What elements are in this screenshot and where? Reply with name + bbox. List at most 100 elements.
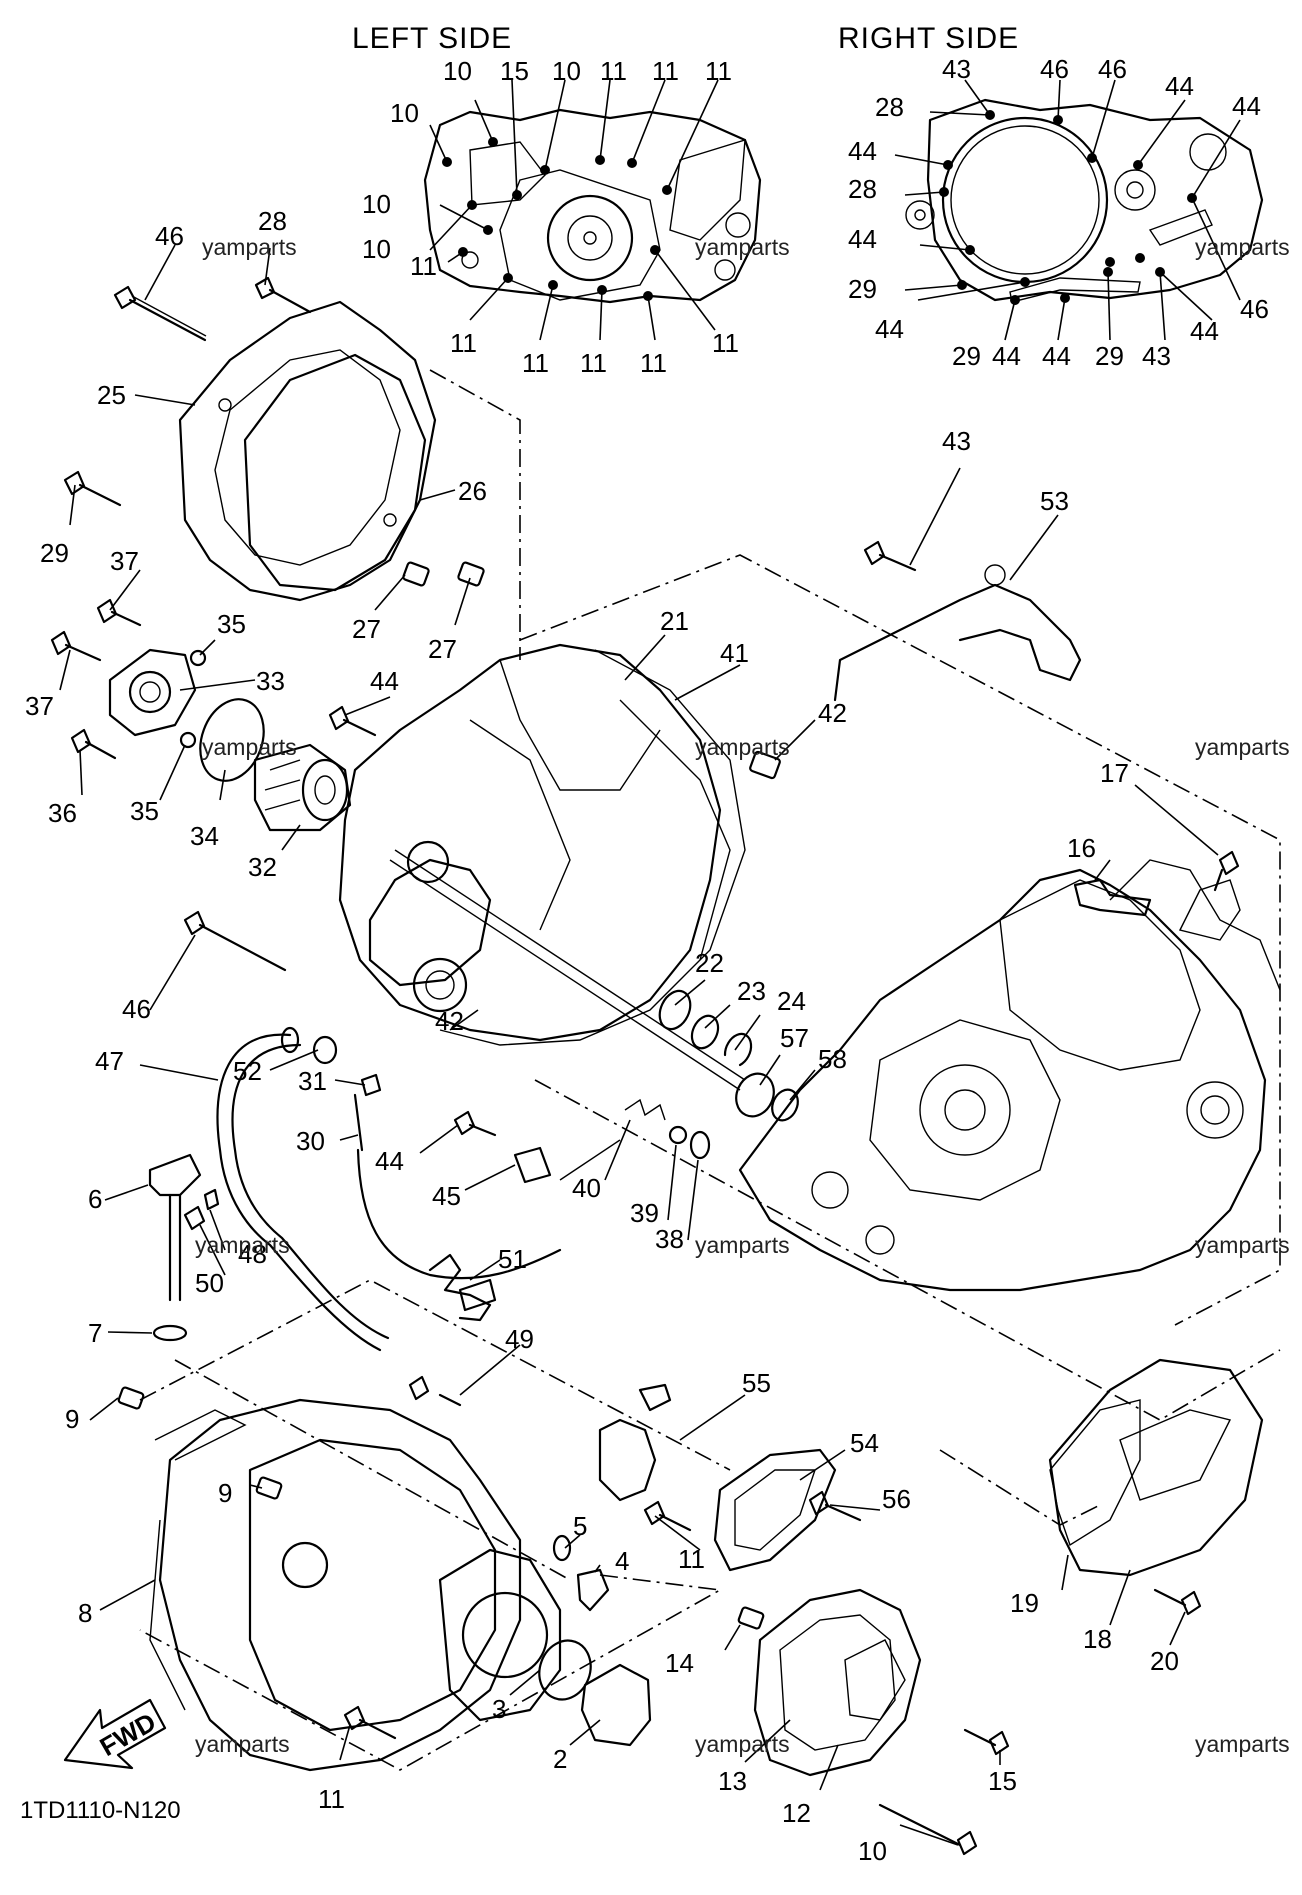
part-label: 35 [217,609,246,639]
watermark-text: yamparts [695,234,790,260]
callout: 11 [712,328,739,358]
callout: 29 [1095,341,1124,371]
fwd-arrow-icon: FWD [63,1698,167,1770]
callout: 10 [362,189,391,219]
right-side-heading: RIGHT SIDE [838,22,1019,55]
part-label: 56 [882,1484,911,1514]
part-label: 3 [492,1694,506,1724]
part-label: 6 [88,1184,102,1214]
watermark-text: yamparts [695,734,790,760]
callout: 11 [410,251,437,281]
callout: 29 [848,274,877,304]
part-label: 49 [505,1324,534,1354]
part-label: 55 [742,1368,771,1398]
right-side-inset: 43 46 46 44 44 28 44 28 44 29 44 29 44 4… [848,54,1269,371]
part-label: 51 [498,1244,527,1274]
part-label: 15 [988,1766,1017,1796]
small-parts [50,276,1240,1856]
part-label: 25 [97,380,126,410]
callout: 11 [580,348,607,378]
part-label: 14 [665,1648,694,1678]
part-label: 40 [572,1173,601,1203]
left-side-inset: 10 15 10 11 11 11 10 10 10 11 11 11 11 1… [362,56,762,378]
callout: 44 [1042,341,1071,371]
part-label: 23 [737,976,766,1006]
part-label: 54 [850,1428,879,1458]
part-label: 46 [155,221,184,251]
part-label: 44 [375,1146,404,1176]
callout: 44 [1190,316,1219,346]
callout: 46 [1040,54,1069,84]
callout: 29 [952,341,981,371]
part-labels: 46 28 25 26 29 27 27 37 35 33 37 34 35 3… [25,206,1179,1866]
part-label: 29 [40,538,69,568]
callout: 11 [640,348,667,378]
part-label: 46 [122,994,151,1024]
part-label: 8 [78,1598,92,1628]
part-label: 44 [370,666,399,696]
watermark-text: yamparts [1195,1731,1290,1757]
part-label: 58 [818,1044,847,1074]
callout: 44 [848,224,877,254]
part-label: 2 [553,1744,567,1774]
diagram-code: 1TD1110-N120 [20,1797,181,1824]
callout: 28 [875,92,904,122]
part-label: 36 [48,798,77,828]
callout: 43 [1142,341,1171,371]
watermark-text: yamparts [195,1731,290,1757]
part-label: 35 [130,796,159,826]
part-label: 30 [296,1126,325,1156]
part-label: 4 [615,1546,629,1576]
part-label: 43 [942,426,971,456]
watermark-text: yamparts [1195,1232,1290,1258]
part-label: 18 [1083,1624,1112,1654]
watermark-text: yamparts [695,1731,790,1757]
part-label: 42 [435,1006,464,1036]
part-label: 39 [630,1198,659,1228]
part-label: 26 [458,476,487,506]
part-label: 52 [233,1056,262,1086]
callout: 43 [942,54,971,84]
part-label: 16 [1067,833,1096,863]
callout: 11 [652,56,679,86]
left-side-heading: LEFT SIDE [352,22,512,55]
callout: 11 [450,328,477,358]
part-label: 33 [256,666,285,696]
callout: 44 [875,314,904,344]
callout: 46 [1240,294,1269,324]
assembly-outlines [139,300,1281,1777]
part-label: 17 [1100,758,1129,788]
callout: 11 [705,56,732,86]
part-label: 57 [780,1023,809,1053]
part-label: 34 [190,821,219,851]
callout: 44 [992,341,1021,371]
callout: 10 [552,56,581,86]
part-label: 28 [258,206,287,236]
part-label: 9 [218,1478,232,1508]
part-label: 42 [818,698,847,728]
watermark-text: yamparts [202,734,297,760]
watermark-text: yamparts [1195,234,1290,260]
part-label: 20 [1150,1646,1179,1676]
watermark-text: yamparts [695,1232,790,1258]
part-label: 11 [678,1544,705,1574]
callout: 10 [362,234,391,264]
part-label: 7 [88,1318,102,1348]
part-label: 13 [718,1766,747,1796]
part-label: 9 [65,1404,79,1434]
part-label: 22 [695,948,724,978]
leader-lines [59,244,1219,1846]
part-label: 48 [238,1239,267,1269]
part-label: 37 [110,546,139,576]
part-label: 32 [248,852,277,882]
watermark-text: yamparts [202,234,297,260]
part-label: 37 [25,691,54,721]
part-label: 21 [660,606,689,636]
part-label: 5 [573,1511,587,1541]
callout: 15 [500,56,529,86]
part-label: 38 [655,1224,684,1254]
part-label: 11 [318,1784,345,1814]
part-label: 27 [428,634,457,664]
part-label: 45 [432,1181,461,1211]
part-label: 47 [95,1046,124,1076]
